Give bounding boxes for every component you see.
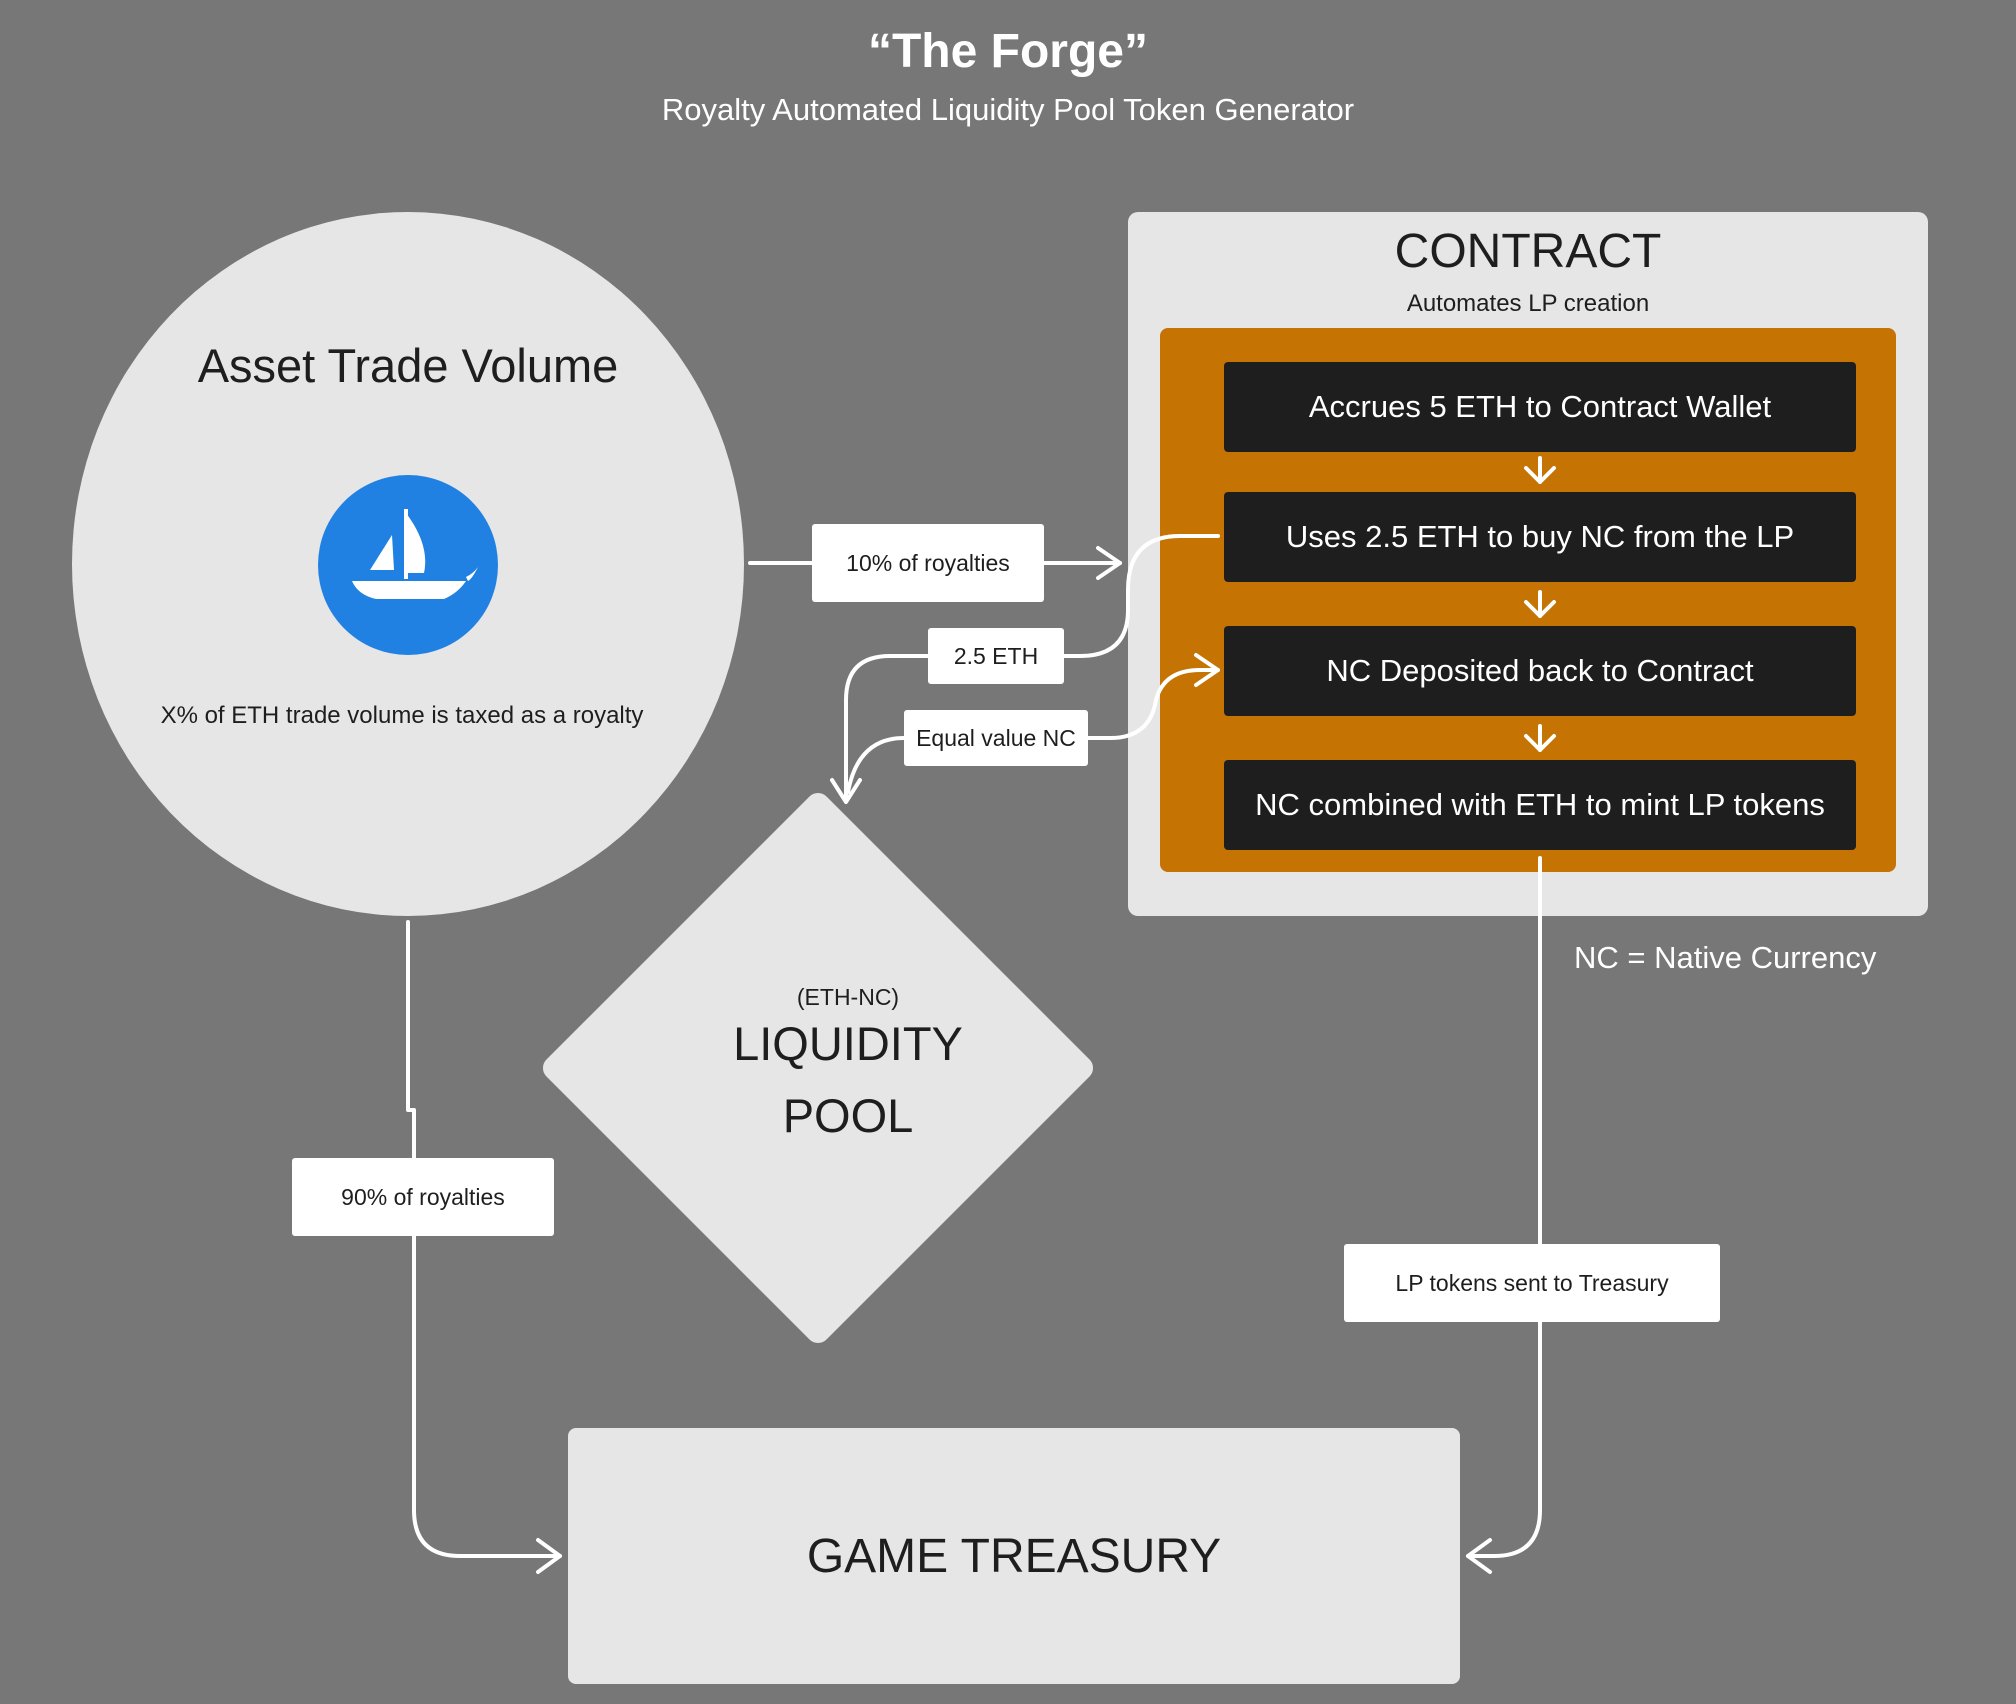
game-treasury-node: GAME TREASURY <box>568 1428 1460 1684</box>
liquidity-pool-line2: POOL <box>782 1089 914 1142</box>
arrowhead-eth-to-pool <box>830 778 862 804</box>
arrowhead-90-royalties <box>536 1538 562 1574</box>
asset-trade-volume-title: Asset Trade Volume <box>197 339 619 392</box>
contract-title: CONTRACT <box>1394 225 1662 278</box>
liquidity-pool-pair: (ETH-NC) <box>796 984 900 1010</box>
arrowhead-step2-step3 <box>1524 600 1556 618</box>
contract-step-deposit-nc: NC Deposited back to Contract <box>1224 626 1856 716</box>
label-10-royalties: 10% of royalties <box>812 524 1044 602</box>
arrowhead-step1-step2 <box>1524 466 1556 484</box>
contract-step-buy-nc: Uses 2.5 ETH to buy NC from the LP <box>1224 492 1856 582</box>
contract-step-mint-lp: NC combined with ETH to mint LP tokens <box>1224 760 1856 850</box>
label-2-5-eth: 2.5 ETH <box>928 628 1064 684</box>
contract-step-accrue: Accrues 5 ETH to Contract Wallet <box>1224 362 1856 452</box>
arrowhead-step3-step4 <box>1524 734 1556 752</box>
arrow-eth-to-pool <box>844 534 1220 802</box>
arrow-90-royalties <box>406 920 562 1558</box>
label-lp-tokens-sent: LP tokens sent to Treasury <box>1344 1244 1720 1322</box>
nc-legend-note: NC = Native Currency <box>1574 940 1877 975</box>
liquidity-pool-title: LIQUIDITY POOL <box>648 1008 1048 1152</box>
diagram-title: “The Forge” <box>867 25 1148 78</box>
arrowhead-10-royalties <box>1096 546 1122 580</box>
contract-subtitle: Automates LP creation <box>1406 290 1650 317</box>
arrowhead-lp-to-treasury <box>1466 1538 1492 1574</box>
asset-caption: X% of ETH trade volume is taxed as a roy… <box>160 702 644 729</box>
label-90-royalties: 90% of royalties <box>292 1158 554 1236</box>
arrow-nc-to-contract <box>846 668 1220 794</box>
arrow-lp-to-treasury <box>1466 856 1542 1558</box>
opensea-boat-icon <box>318 475 498 655</box>
liquidity-pool-line1: LIQUIDITY <box>733 1017 963 1070</box>
label-equal-value-nc: Equal value NC <box>904 710 1088 766</box>
arrowhead-nc-to-contract <box>1194 653 1220 687</box>
diagram-subtitle: Royalty Automated Liquidity Pool Token G… <box>661 92 1355 127</box>
